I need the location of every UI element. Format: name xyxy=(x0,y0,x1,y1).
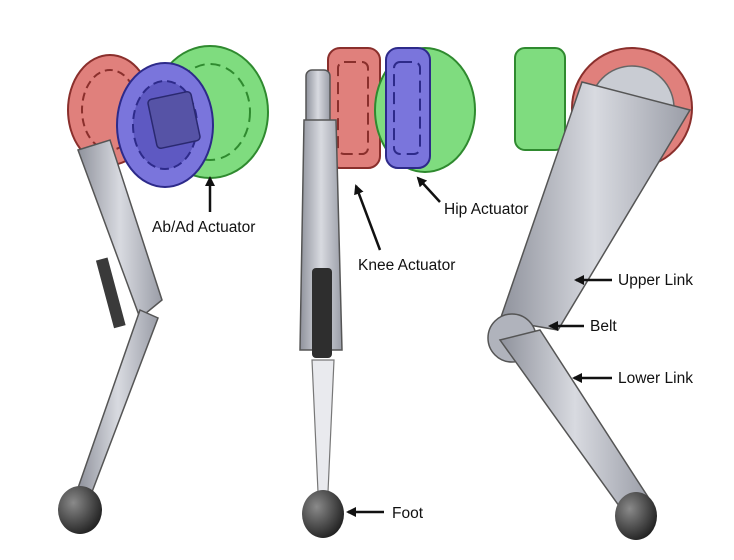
hip-arrow xyxy=(416,176,441,203)
abad-actuator-label: Ab/Ad Actuator xyxy=(152,219,255,236)
hip-actuator-label: Hip Actuator xyxy=(444,201,528,218)
hip-actuator-middle xyxy=(385,47,431,169)
right-leg-view xyxy=(487,47,693,540)
upper-link-right xyxy=(499,81,692,331)
lower-link-middle xyxy=(311,359,335,493)
upper-link-label: Upper Link xyxy=(618,272,693,289)
foot-right xyxy=(615,492,657,540)
upper-link-left xyxy=(77,139,163,320)
belt-label: Belt xyxy=(590,318,617,335)
middle-leg-view xyxy=(299,47,476,538)
lower-link-right xyxy=(498,329,652,511)
knee-arrow xyxy=(354,184,382,251)
lower-link-label: Lower Link xyxy=(618,370,693,387)
abad-actuator-right xyxy=(514,47,566,151)
foot-left xyxy=(58,486,102,534)
knee-actuator-label: Knee Actuator xyxy=(358,257,455,274)
left-leg-view xyxy=(58,45,269,534)
callouts: Ab/Ad Actuator Knee Actuator Hip Actuato… xyxy=(152,176,693,522)
foot-middle xyxy=(302,490,344,538)
foot-label: Foot xyxy=(392,505,424,522)
lower-link-left xyxy=(77,308,159,493)
